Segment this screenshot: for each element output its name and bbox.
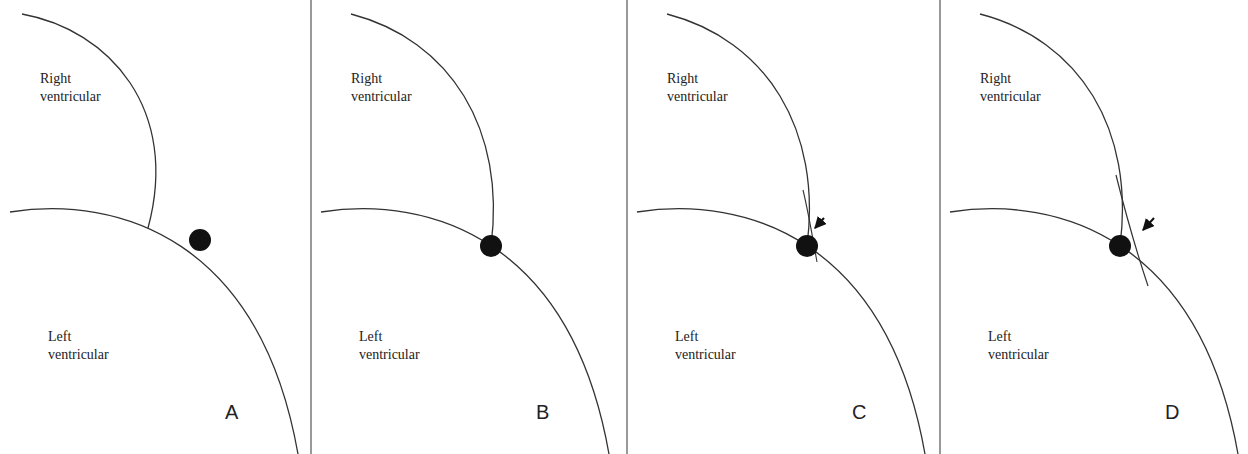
region-label: Left ventricular: [359, 328, 439, 363]
region-label: Left ventricular: [988, 328, 1068, 363]
split-line: [1116, 175, 1148, 286]
region-label: Right ventricular: [667, 70, 747, 105]
dot: [480, 235, 502, 257]
lv-outline: [637, 209, 925, 454]
rv-outline: [667, 14, 809, 246]
rv-outline: [22, 14, 156, 228]
region-label: Left ventricular: [48, 328, 128, 363]
dot: [1109, 235, 1131, 257]
lv-outline: [950, 209, 1238, 454]
lv-outline: [321, 209, 609, 454]
rv-outline: [351, 14, 493, 246]
pointer-arrow: [815, 218, 824, 228]
region-label: Right ventricular: [351, 70, 431, 105]
dot: [796, 235, 818, 257]
panel-a: [10, 14, 298, 454]
lv-outline: [10, 209, 298, 454]
panel-divider: [626, 0, 627, 454]
panel-divider: [939, 0, 940, 454]
region-label: Right ventricular: [40, 70, 120, 105]
panel-letter: C: [852, 402, 866, 422]
panel-letter: D: [1165, 402, 1179, 422]
panel-divider: [310, 0, 311, 454]
panel-letter: B: [536, 402, 549, 422]
dot: [189, 229, 211, 251]
panel-b: [311, 0, 609, 454]
panel-c: [627, 0, 925, 454]
panel-letter: A: [225, 402, 238, 422]
rv-outline: [980, 14, 1122, 246]
region-label: Left ventricular: [675, 328, 755, 363]
region-label: Right ventricular: [980, 70, 1060, 105]
panel-d: [940, 0, 1238, 454]
pointer-arrow: [1143, 218, 1154, 230]
